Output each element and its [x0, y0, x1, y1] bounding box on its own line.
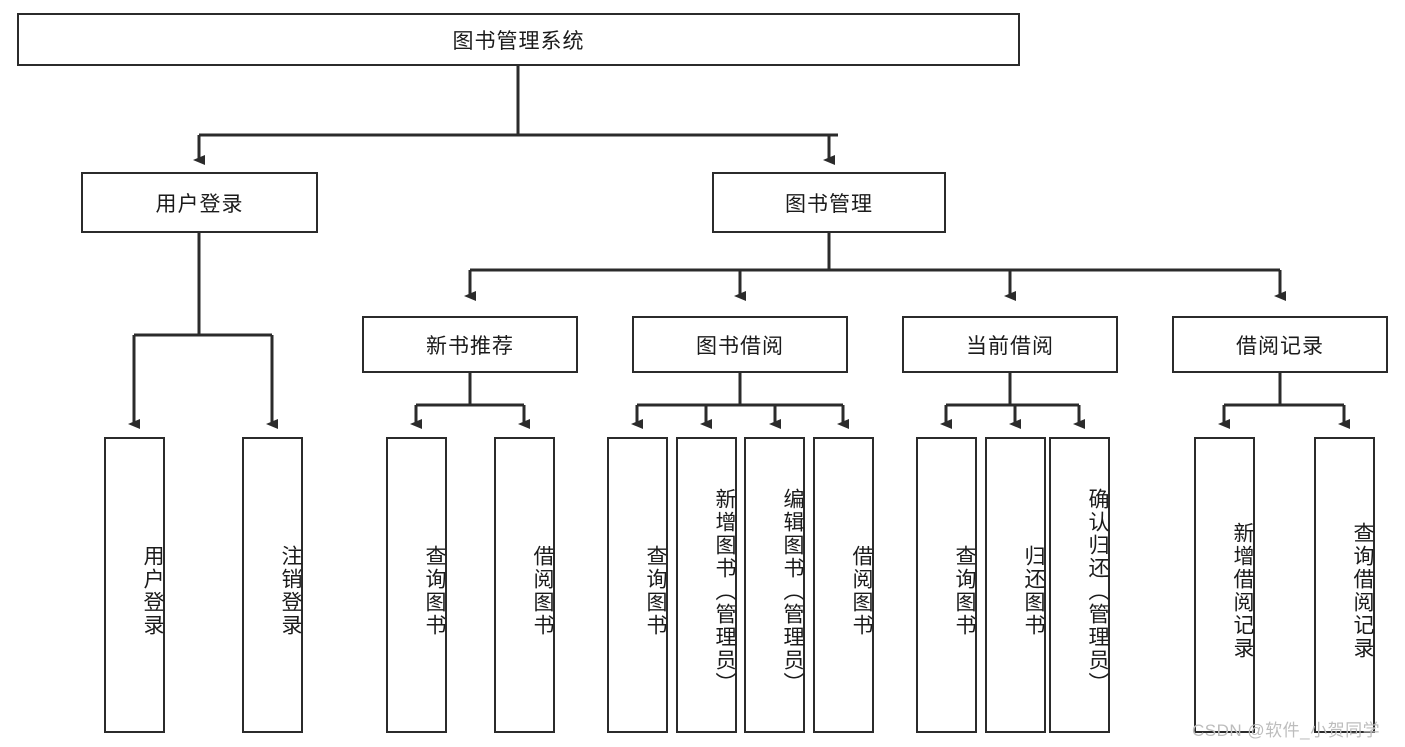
node-borrow-record[interactable]: 借阅记录 [1172, 316, 1388, 373]
leaf-current-borrow-query-book[interactable]: 查询图书 [916, 437, 977, 733]
node-label: 图书管理 [785, 192, 873, 216]
leaf-current-borrow-confirm-return-admin[interactable]: 确认归还（管理员） [1049, 437, 1110, 733]
node-current-borrow[interactable]: 当前借阅 [902, 316, 1118, 373]
leaf-user-login-logout[interactable]: 注销登录 [242, 437, 303, 733]
leaf-book-borrow-add-book-admin[interactable]: 新增图书（管理员） [676, 437, 737, 733]
leaf-borrow-record-add-record[interactable]: 新增借阅记录 [1194, 437, 1255, 733]
node-label: 新增借阅记录 [1231, 522, 1254, 660]
node-label: 新增图书（管理员） [713, 487, 736, 695]
node-label: 借阅图书 [531, 545, 554, 637]
node-label: 查询图书 [423, 545, 446, 637]
leaf-borrow-record-query-record[interactable]: 查询借阅记录 [1314, 437, 1375, 733]
node-label: 查询图书 [644, 545, 667, 637]
leaf-user-login-login[interactable]: 用户登录 [104, 437, 165, 733]
node-label: 图书管理系统 [452, 29, 585, 53]
leaf-current-borrow-return-book[interactable]: 归还图书 [985, 437, 1046, 733]
node-label: 借阅图书 [850, 545, 873, 637]
node-label: 注销登录 [279, 545, 302, 637]
leaf-new-book-query-book[interactable]: 查询图书 [386, 437, 447, 733]
node-new-book-recommend[interactable]: 新书推荐 [362, 316, 578, 373]
node-label: 编辑图书（管理员） [781, 487, 804, 695]
node-label: 确认归还（管理员） [1086, 487, 1109, 695]
node-root-book-management-system[interactable]: 图书管理系统 [17, 13, 1020, 66]
node-label: 查询借阅记录 [1351, 522, 1374, 660]
node-user-login[interactable]: 用户登录 [81, 172, 318, 233]
leaf-book-borrow-query-book[interactable]: 查询图书 [607, 437, 668, 733]
node-book-borrow[interactable]: 图书借阅 [632, 316, 848, 373]
watermark-text: CSDN @软件_小贺同学 [1192, 721, 1381, 740]
leaf-book-borrow-borrow-book[interactable]: 借阅图书 [813, 437, 874, 733]
node-label: 当前借阅 [966, 334, 1054, 358]
node-label: 新书推荐 [426, 334, 514, 358]
node-book-management[interactable]: 图书管理 [712, 172, 946, 233]
leaf-new-book-borrow-book[interactable]: 借阅图书 [494, 437, 555, 733]
leaf-book-borrow-edit-book-admin[interactable]: 编辑图书（管理员） [744, 437, 805, 733]
node-label: 借阅记录 [1236, 334, 1324, 358]
node-label: 用户登录 [141, 545, 164, 637]
node-label: 查询图书 [953, 545, 976, 637]
node-label: 用户登录 [155, 192, 244, 216]
node-label: 归还图书 [1022, 545, 1045, 637]
node-label: 图书借阅 [696, 334, 784, 358]
